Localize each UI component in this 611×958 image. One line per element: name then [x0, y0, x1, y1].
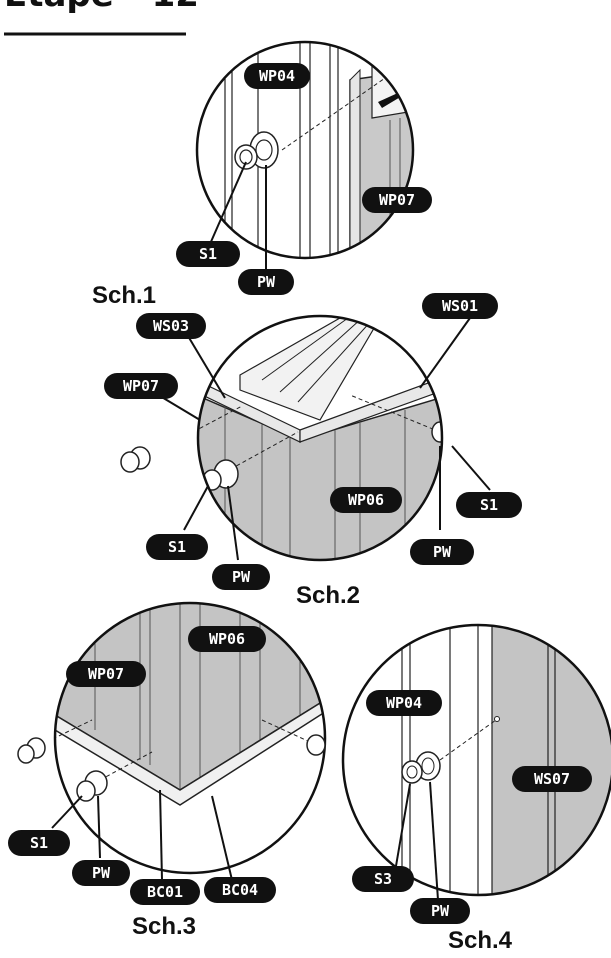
label-pw: PW [238, 269, 294, 295]
caption-sch1: Sch.1 [92, 282, 156, 309]
label-wp06: WP06 [330, 487, 402, 513]
svg-text:S1: S1 [30, 834, 48, 852]
svg-text:Etape - 12: Etape - 12 [4, 0, 199, 15]
svg-text:BC01: BC01 [147, 883, 183, 901]
label-pw: PW [72, 860, 130, 886]
detail-sch3: WP06 WP07 S1 PW BC01 BC04 Sch.3 [8, 601, 327, 940]
svg-text:WS01: WS01 [442, 297, 478, 315]
svg-text:BC04: BC04 [222, 881, 258, 899]
label-s1-left: S1 [146, 534, 208, 560]
svg-text:PW: PW [92, 864, 111, 882]
label-s1-right: S1 [456, 492, 522, 518]
label-bc04: BC04 [204, 877, 276, 903]
step-title: Etape - 12 [4, 0, 199, 36]
label-pw: PW [410, 898, 470, 924]
label-bc01: BC01 [130, 879, 200, 905]
detail-sch1: WP04 WP07 S1 PW Sch.1 [92, 40, 432, 309]
label-ws01: WS01 [422, 293, 498, 319]
label-ws03: WS03 [136, 313, 206, 339]
label-wp04: WP04 [244, 63, 310, 89]
label-wp07: WP07 [66, 661, 146, 687]
svg-text:PW: PW [433, 543, 452, 561]
detail-sch2: WS03 WS01 WP07 WP06 S1 PW S1 PW [104, 293, 522, 609]
svg-text:WP06: WP06 [209, 630, 245, 648]
label-s3: S3 [352, 866, 414, 892]
svg-text:S1: S1 [199, 245, 217, 263]
caption-sch3: Sch.3 [132, 913, 196, 940]
svg-text:WP06: WP06 [348, 491, 384, 509]
label-wp06: WP06 [188, 626, 266, 652]
svg-text:WS03: WS03 [153, 317, 189, 335]
label-s1: S1 [176, 241, 240, 267]
svg-text:PW: PW [257, 273, 276, 291]
svg-text:S3: S3 [374, 870, 392, 888]
label-wp04: WP04 [366, 690, 442, 716]
svg-text:WP07: WP07 [379, 191, 415, 209]
svg-text:WP07: WP07 [123, 377, 159, 395]
label-pw-right: PW [410, 539, 474, 565]
svg-text:PW: PW [431, 902, 450, 920]
label-wp07: WP07 [104, 373, 178, 399]
label-ws07: WS07 [512, 766, 592, 792]
svg-text:PW: PW [232, 568, 251, 586]
label-pw-left: PW [212, 564, 270, 590]
svg-text:WP07: WP07 [88, 665, 124, 683]
label-s1: S1 [8, 830, 70, 856]
svg-text:WP04: WP04 [386, 694, 422, 712]
svg-text:S1: S1 [168, 538, 186, 556]
caption-sch2: Sch.2 [296, 582, 360, 609]
label-wp07: WP07 [362, 187, 432, 213]
svg-text:WP04: WP04 [259, 67, 295, 85]
svg-text:WS07: WS07 [534, 770, 570, 788]
caption-sch4: Sch.4 [448, 927, 513, 954]
svg-text:S1: S1 [480, 496, 498, 514]
detail-sch4: WP04 WS07 S3 PW Sch.4 [341, 623, 611, 954]
